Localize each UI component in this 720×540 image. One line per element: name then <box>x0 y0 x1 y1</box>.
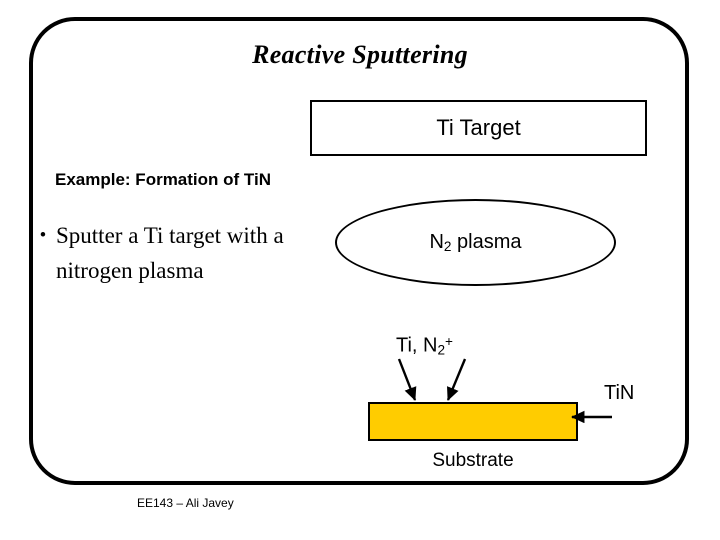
n2-plasma-label: N2 plasma <box>429 231 521 254</box>
substrate-rectangle <box>368 402 578 441</box>
ti-target-label: Ti Target <box>436 115 521 140</box>
species-label: Ti, N2+ <box>396 334 453 358</box>
species-text: Ti, N <box>396 334 438 357</box>
tin-film-label: TiN <box>604 382 635 404</box>
page-title: Reactive Sputtering <box>252 40 468 69</box>
bullet-marker-icon: • <box>39 225 47 246</box>
slide-border-frame <box>29 17 689 485</box>
n2-plasma-ellipse: N2 plasma <box>335 199 616 286</box>
substrate-caption: Substrate <box>432 450 514 471</box>
plasma-label-main: N <box>429 231 444 253</box>
plasma-label-subscript: 2 <box>443 238 452 254</box>
example-heading: Example: Formation of TiN <box>55 170 271 189</box>
species-superscript: + <box>445 334 453 349</box>
list-item: • Sputter a Ti target with a nitrogen pl… <box>30 218 330 288</box>
plasma-label-rest: plasma <box>451 231 522 253</box>
species-subscript: 2 <box>437 342 446 358</box>
bullet-text: Sputter a Ti target with a nitrogen plas… <box>56 223 284 283</box>
slide-footer: EE143 – Ali Javey <box>137 496 234 510</box>
ti-target-box: Ti Target <box>310 100 647 156</box>
bullet-list: • Sputter a Ti target with a nitrogen pl… <box>30 218 330 288</box>
